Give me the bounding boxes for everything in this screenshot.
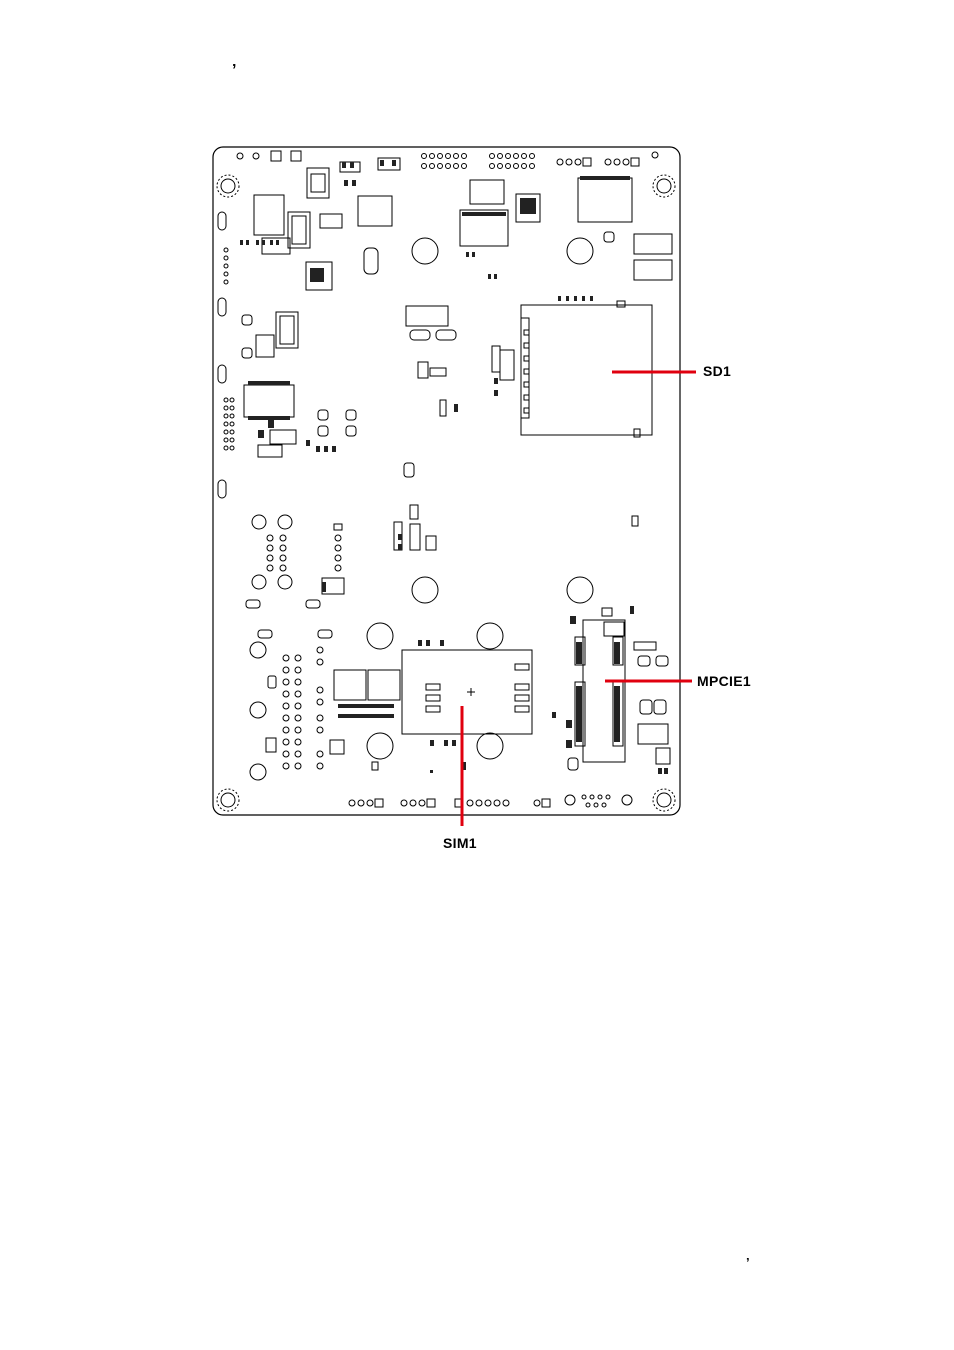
sim1-label: SIM1 (443, 835, 477, 851)
leader-lines (462, 372, 696, 826)
mpcie1-side-components (602, 608, 670, 764)
mpcie1-label: MPCIE1 (697, 673, 751, 689)
top-pin-headers (237, 151, 658, 169)
smd-parts (240, 160, 668, 774)
mounting-hole-bottom-left (217, 789, 239, 811)
standoff-hole (367, 733, 393, 759)
left-edge-connectors (218, 212, 234, 498)
standoff-hole (412, 238, 438, 264)
standoff-hole (477, 623, 503, 649)
sd1-side-components (394, 346, 638, 550)
mounting-hole-top-left (217, 175, 239, 197)
sd1-label: SD1 (703, 363, 731, 379)
bottom-left-components (246, 515, 400, 780)
bottom-pin-headers (349, 795, 632, 807)
mounting-hole-top-right (653, 175, 675, 197)
board-outline (213, 147, 680, 815)
standoff-hole (567, 238, 593, 264)
top-left-components (242, 168, 456, 457)
standoff-hole (412, 577, 438, 603)
standoff-hole (477, 733, 503, 759)
standoff-hole (367, 623, 393, 649)
standoff-hole (567, 577, 593, 603)
mounting-hole-bottom-right (653, 789, 675, 811)
sim1-holder (402, 650, 532, 734)
sd1-card-slot (521, 301, 652, 437)
